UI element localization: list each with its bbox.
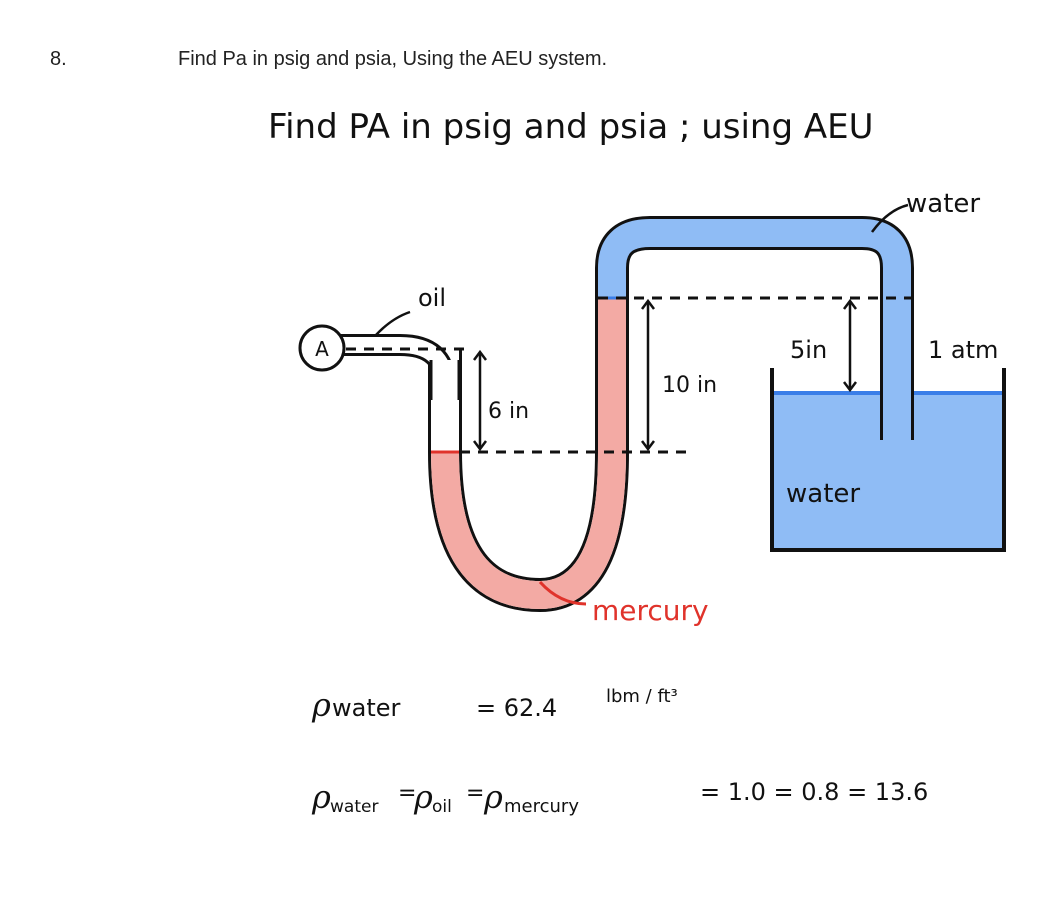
- oil-pipe-join: [432, 360, 458, 400]
- mercury-label: mercury: [592, 594, 709, 627]
- dim-5in-arrow: [843, 298, 857, 393]
- diagram-heading: Find PA in psig and psia ; using AEU: [268, 107, 874, 147]
- sg-symbol-water: ρ: [311, 778, 331, 816]
- water-tank-label: water: [786, 479, 860, 509]
- specific-gravity-equation: ρ water = ρ oil = ρ mercury = 1.0 = 0.8 …: [311, 778, 928, 817]
- water-tube-submerged: [883, 393, 911, 443]
- sg-values: = 1.0 = 0.8 = 13.6: [700, 778, 928, 806]
- question-number: 8.: [50, 48, 67, 70]
- sg-subscript-water: water: [330, 797, 378, 817]
- density-symbol: ρ: [311, 686, 331, 724]
- point-a-circle: [298, 324, 346, 372]
- h10-label: 10 in: [662, 373, 717, 398]
- mercury-leader-line: [538, 580, 587, 606]
- water-leader-line: [870, 203, 909, 233]
- water-top-label: water: [906, 189, 980, 219]
- sg-subscript-mercury: mercury: [504, 796, 579, 817]
- point-a-label: A: [315, 337, 329, 361]
- sg-subscript-oil: oil: [432, 797, 452, 817]
- water-tube-fill: [598, 219, 911, 393]
- density-units: lbm / ft³: [606, 686, 678, 707]
- dim-10in-arrow: [641, 298, 655, 452]
- density-subscript: water: [332, 694, 401, 722]
- water-tank-wall: [770, 368, 1006, 552]
- oil-label: oil: [418, 284, 446, 312]
- sg-equals-2: =: [466, 781, 484, 806]
- oil-leader-line: [375, 310, 411, 336]
- question-text: Find Pa in psig and psia, Using the AEU …: [178, 48, 608, 70]
- h5-label: 5in: [790, 336, 827, 364]
- sg-symbol-mercury: ρ: [483, 778, 503, 816]
- atm-label: 1 atm: [928, 336, 998, 364]
- sg-equals-1: =: [398, 781, 416, 806]
- density-value: = 62.4: [476, 694, 557, 722]
- density-equation: ρ water = 62.4 lbm / ft³: [311, 686, 678, 724]
- dim-6in-arrow: [473, 349, 487, 452]
- mercury-fill: [431, 298, 626, 610]
- sg-symbol-oil: ρ: [413, 778, 433, 816]
- h6-label: 6 in: [488, 399, 529, 424]
